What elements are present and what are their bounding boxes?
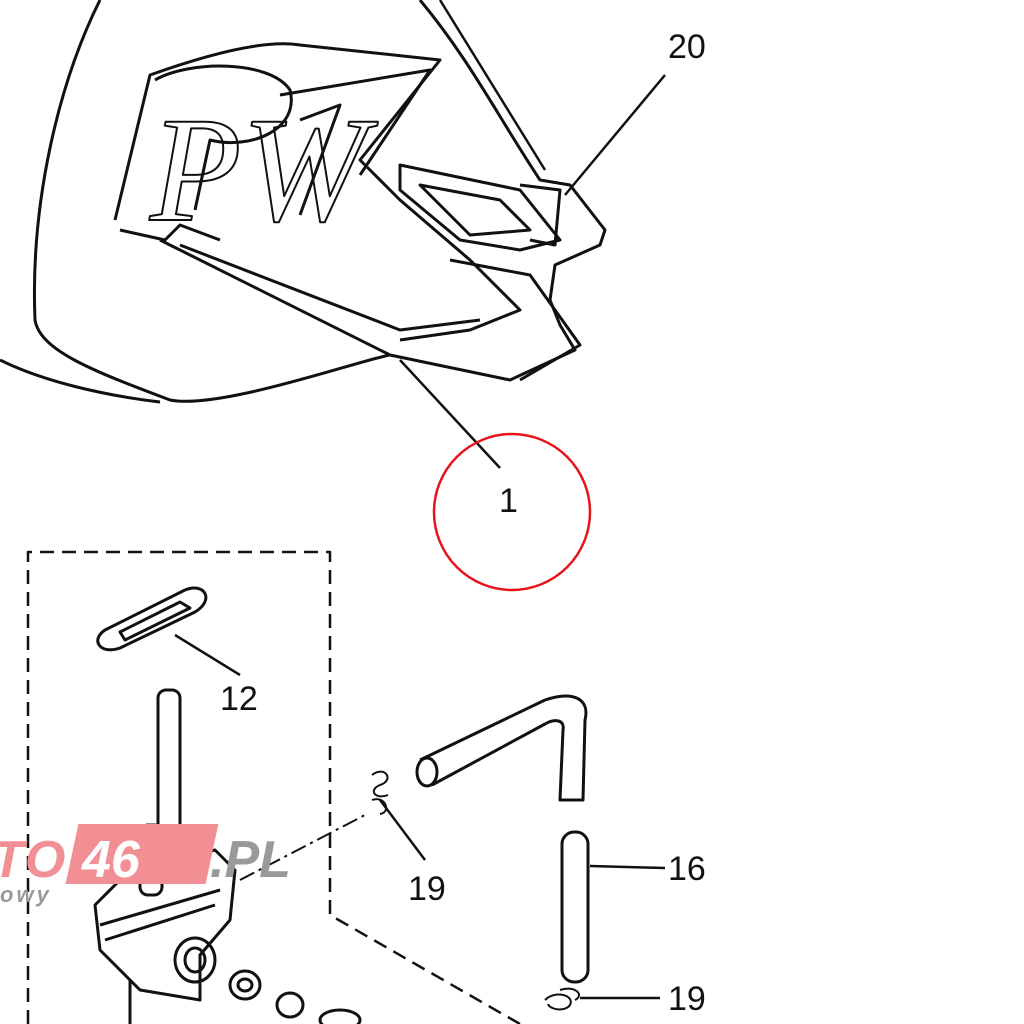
clip-parts-19	[371, 770, 580, 1011]
highlight-circle	[432, 432, 592, 592]
tank-logo: PW	[149, 87, 379, 253]
gasket-part-12	[96, 586, 208, 652]
callout-1: 1	[499, 482, 518, 520]
watermark-domain: .PL	[210, 831, 291, 889]
callout-16: 16	[668, 850, 706, 888]
callout-19-a: 19	[408, 870, 446, 908]
fuel-hose-part	[415, 694, 590, 984]
assembly-line	[239, 814, 366, 881]
callout-12: 12	[220, 680, 258, 718]
callout-20: 20	[668, 28, 706, 66]
watermark-prefix: TO	[0, 831, 68, 889]
fuel-tank	[0, 0, 607, 404]
callout-19-b: 19	[668, 980, 706, 1018]
fuel-cock-kit-boundary	[26, 550, 521, 1024]
leader-lines	[174, 0, 666, 1000]
watermark-number: 46	[82, 831, 140, 889]
watermark-subtitle: owy	[0, 882, 52, 907]
